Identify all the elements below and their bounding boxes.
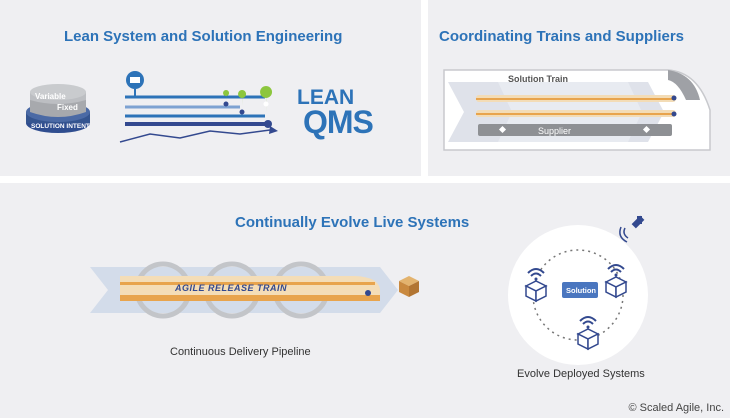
supplier-bar <box>478 124 672 136</box>
cylinder-base-label: SOLUTION INTENT <box>31 123 90 130</box>
svg-text:QMS: QMS <box>303 104 374 140</box>
deployed-systems-caption: Evolve Deployed Systems <box>517 368 645 380</box>
cylinder-fixed-label: Fixed <box>57 103 78 112</box>
solution-intent-cylinder: Variable Fixed SOLUTION INTENT <box>26 84 90 133</box>
location-pin-icon <box>223 86 273 113</box>
agile-release-train-label: AGILE RELEASE TRAIN <box>174 283 287 293</box>
cylinder-variable-label: Variable <box>35 92 66 101</box>
svg-text:LEAN: LEAN <box>297 86 354 109</box>
coordinating-panel: Coordinating Trains and Suppliers Soluti… <box>428 0 730 176</box>
deployment-cycle <box>532 249 624 341</box>
solution-label: Solution <box>566 286 596 295</box>
lean-qms-logo: LEAN QMS <box>297 86 375 140</box>
coordinating-panel-title: Coordinating Trains and Suppliers <box>439 28 685 45</box>
solution-train-label: Solution Train <box>508 74 568 84</box>
agile-release-train-bars <box>476 95 677 117</box>
evolve-panel: Continually Evolve Live Systems AGILE RE… <box>0 183 730 418</box>
package-icon <box>399 276 419 297</box>
deployed-system-icon <box>524 268 548 303</box>
evolve-panel-title: Continually Evolve Live Systems <box>235 214 470 231</box>
deployed-system-icon <box>604 264 628 299</box>
solution-train-illustration: Solution Train Supplier <box>443 69 711 151</box>
lean-panel-graphics: Variable Fixed SOLUTION INTENT <box>26 71 375 143</box>
roadmap-illustration <box>119 71 278 143</box>
lean-panel-title: Lean System and Solution Engineering <box>64 28 343 45</box>
satellite-icon <box>619 215 645 243</box>
copyright-text: © Scaled Agile, Inc. <box>628 402 724 414</box>
pipeline-caption: Continuous Delivery Pipeline <box>170 346 311 358</box>
lean-system-panel: Lean System and Solution Engineering Var… <box>0 0 421 176</box>
supplier-label: Supplier <box>538 126 571 136</box>
evolve-panel-graphics: AGILE RELEASE TRAIN Solution <box>90 215 648 365</box>
agile-release-train: AGILE RELEASE TRAIN <box>120 276 380 301</box>
deployed-system-icon <box>576 316 600 351</box>
solution-box <box>562 282 598 298</box>
